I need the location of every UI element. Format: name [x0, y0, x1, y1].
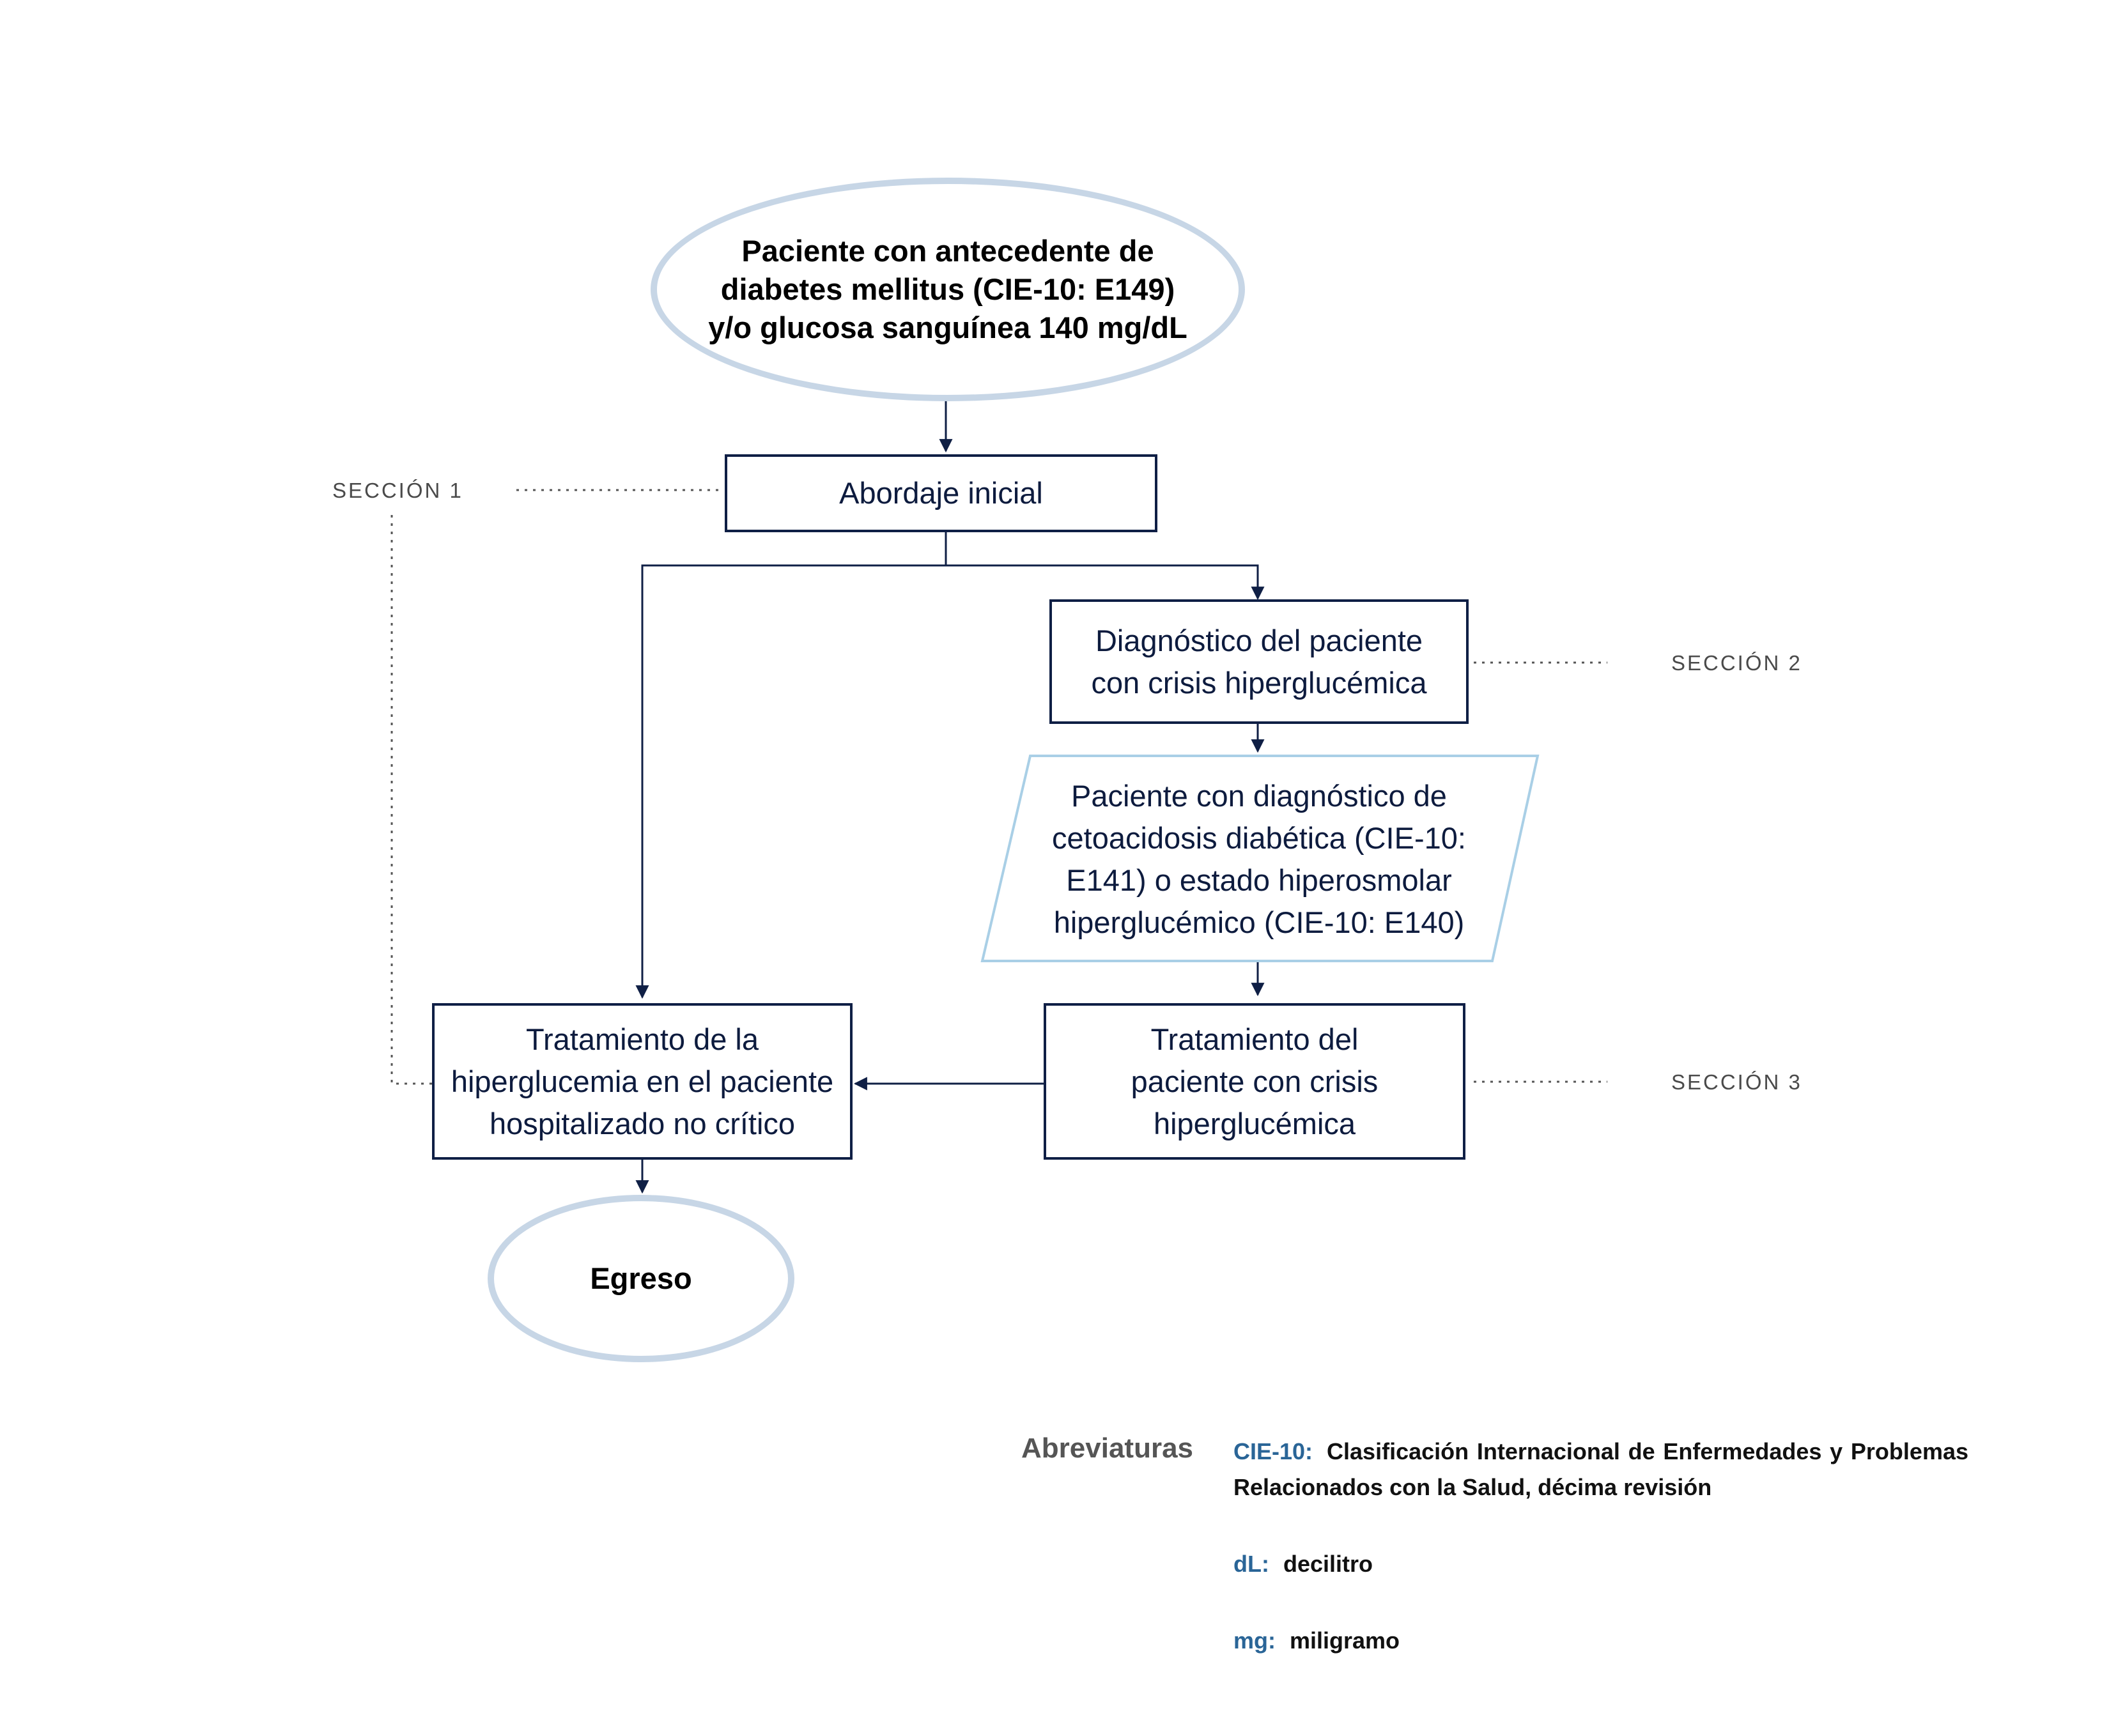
abbreviation-term: CIE-10:	[1233, 1438, 1313, 1464]
tratamiento-crisis-label: Tratamiento del paciente con crisis hipe…	[1131, 1022, 1379, 1141]
start-node: Paciente con antecedente de diabetes mel…	[651, 178, 1245, 401]
abbreviation-item: CIE-10:Clasificación Internacional de En…	[1233, 1434, 1968, 1505]
abbreviation-definition: Clasificación Internacional de Enfermeda…	[1233, 1438, 1968, 1500]
section-1-bracket	[390, 515, 432, 1085]
abbreviation-item: mg: miligramo	[1233, 1623, 1400, 1659]
tratamiento-no-critico-box: Tratamiento de la hiperglucemia en el pa…	[432, 1003, 853, 1160]
diagnostico-box: Diagnóstico del paciente con crisis hipe…	[1049, 599, 1469, 724]
egreso-label: Egreso	[590, 1261, 692, 1295]
arrow-abordaje-to-tratamiento-no-critico	[635, 564, 946, 999]
paciente-dx-node: Paciente con diagnóstico de cetoacidosis…	[1023, 760, 1495, 958]
tratamiento-crisis-box: Tratamiento del paciente con crisis hipe…	[1044, 1003, 1465, 1160]
arrow-abordaje-to-diagnostico	[945, 532, 1265, 601]
egreso-node: Egreso	[488, 1195, 794, 1362]
section-3-label: SECCIÓN 3	[1671, 1070, 1802, 1094]
section-1-label: SECCIÓN 1	[332, 479, 463, 502]
tratamiento-no-critico-label: Tratamiento de la hiperglucemia en el pa…	[451, 1022, 834, 1141]
diagnostico-label: Diagnóstico del paciente con crisis hipe…	[1091, 623, 1427, 700]
abbreviation-term: dL:	[1233, 1551, 1269, 1577]
abbreviations-title: Abreviaturas	[1021, 1433, 1194, 1464]
abordaje-inicial-box: Abordaje inicial	[725, 454, 1157, 532]
paciente-dx-parallelogram	[980, 755, 1540, 962]
abbreviation-term: mg:	[1233, 1627, 1276, 1654]
section-2-label: SECCIÓN 2	[1671, 651, 1802, 675]
abbreviation-definition: miligramo	[1290, 1627, 1400, 1654]
start-node-label: Paciente con antecedente de diabetes mel…	[708, 234, 1187, 344]
abordaje-inicial-label: Abordaje inicial	[839, 476, 1043, 510]
paciente-dx-label: Paciente con diagnóstico de cetoacidosis…	[1052, 779, 1466, 939]
abbreviation-definition: decilitro	[1283, 1551, 1373, 1577]
abbreviation-item: dL: decilitro	[1233, 1546, 1373, 1582]
